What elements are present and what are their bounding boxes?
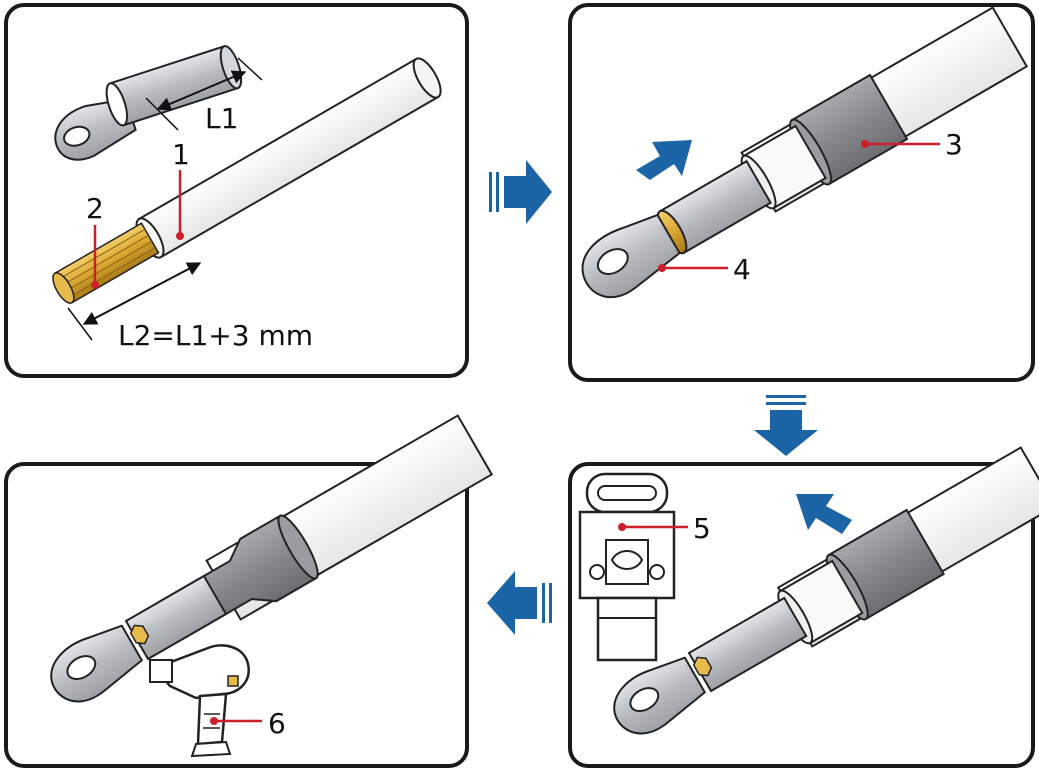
callout-6: 6 [268, 707, 286, 740]
cable-with-lug-finished [50, 414, 494, 703]
l1-label: L1 [205, 102, 238, 135]
panel-strip: L1 L2=L1+3 mm 1 2 [4, 3, 469, 378]
callout-dot-2 [91, 281, 99, 289]
callout-dot-3 [861, 140, 869, 148]
callout-dot-5 [618, 523, 626, 531]
step-arrow-down [754, 395, 818, 456]
panel-crimp: 5 [568, 446, 1039, 768]
l1-dimension-line [156, 70, 247, 111]
cable-with-lug-crimped [613, 446, 1039, 735]
crimping-tool [578, 472, 676, 662]
callout-2: 2 [86, 192, 104, 225]
callout-4: 4 [733, 253, 751, 286]
push-arrow [796, 494, 852, 534]
callout-dot-4 [658, 264, 666, 272]
callout-dot-1 [176, 232, 184, 240]
panel-insert: 3 4 [568, 3, 1035, 382]
push-arrow [636, 140, 692, 180]
step-arrow-right [489, 160, 552, 224]
callout-3: 3 [945, 128, 963, 161]
cable-with-lug [581, 6, 1029, 299]
callout-5: 5 [693, 512, 711, 545]
callout-dot-6 [210, 717, 218, 725]
heat-gun [149, 644, 250, 758]
step-arrow-left [487, 571, 552, 635]
l1-extension [145, 97, 179, 131]
callout-1: 1 [172, 138, 190, 171]
l2-dimension-line [82, 262, 202, 325]
l1-extension [237, 57, 263, 81]
l2-label: L2=L1+3 mm [118, 319, 313, 352]
panel-heat: 6 [4, 414, 494, 768]
l2-extension [67, 307, 93, 341]
